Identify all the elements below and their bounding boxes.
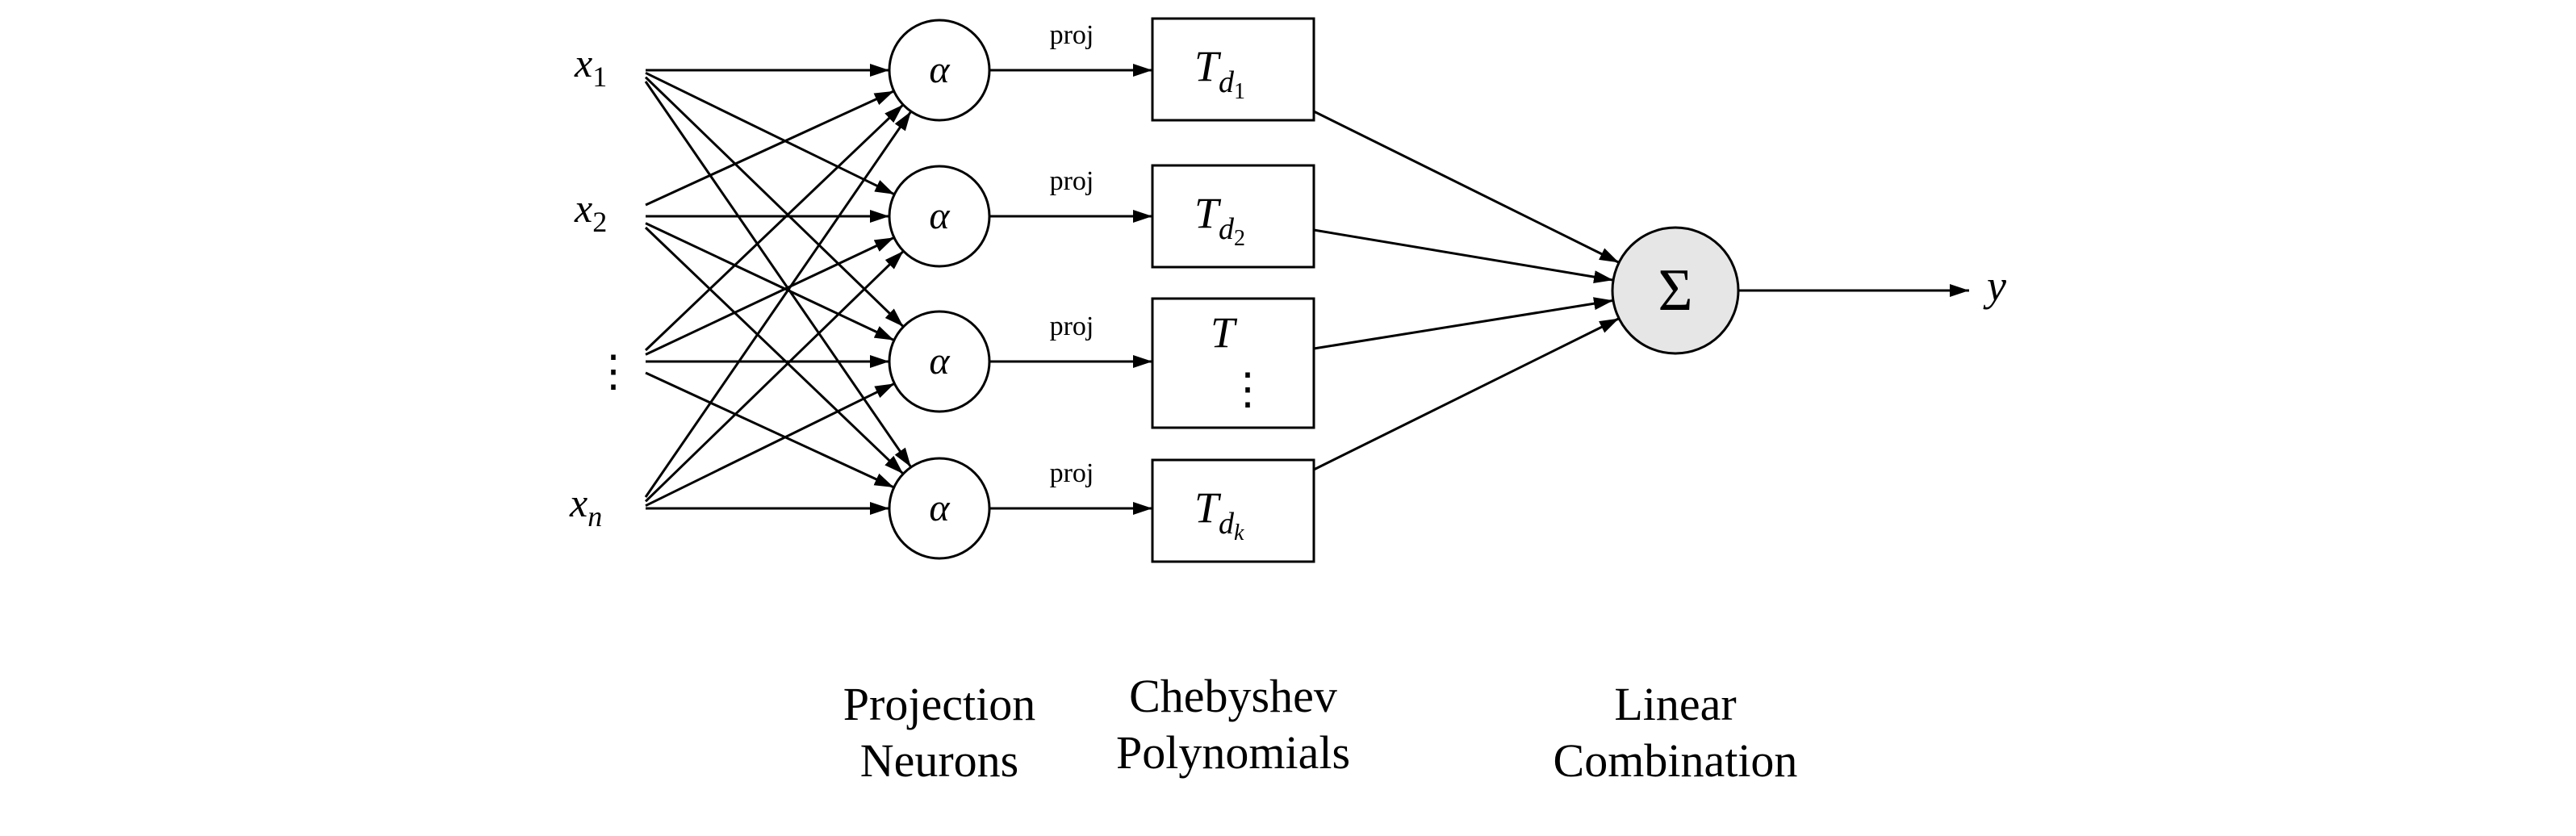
edge-polynomial-4-to-sum: [1313, 317, 1620, 471]
proj-label-1: proj: [1050, 20, 1094, 50]
edge-input-4-to-neuron-2: [644, 250, 905, 503]
edge-input-4-to-neuron-1: [644, 111, 913, 498]
neuron-3: [888, 310, 991, 413]
input-label-1: x1: [574, 40, 607, 93]
sum-label: Σ: [1658, 257, 1692, 324]
edge-polynomial-3-to-sum: [1313, 297, 1614, 350]
proj-label-4: proj: [1050, 458, 1094, 488]
edge-input-3-to-neuron-1: [644, 103, 905, 352]
caption-linear-line1: Linear: [1614, 678, 1736, 730]
caption-projection-line1: Projection: [843, 678, 1035, 730]
input-ellipsis: ⋮: [592, 347, 635, 395]
edge-input-2-to-neuron-3: [645, 222, 895, 341]
neuron-label-2: α: [929, 194, 950, 237]
input-label-n: xn: [569, 480, 602, 533]
edge-polynomial-2-to-sum: [1313, 228, 1614, 284]
proj-labels: proj proj proj proj: [1050, 20, 1094, 488]
polynomial-label-1: Td1: [1194, 42, 1245, 104]
polynomial-label-3: T: [1211, 308, 1238, 357]
neuron-label-1: α: [929, 48, 950, 91]
caption-linear-line2: Combination: [1554, 734, 1798, 787]
edges-layer: [644, 64, 1969, 515]
caption-chebyshev-line1: Chebyshev: [1129, 670, 1337, 722]
sum-node: Σ: [1611, 226, 1740, 355]
polynomial-box-2: [1151, 164, 1315, 269]
projection-neurons: α α α α: [888, 19, 991, 560]
polynomial-label-4: Tdk: [1194, 483, 1244, 545]
neuron-label-3: α: [929, 340, 950, 382]
output-label: y: [1983, 261, 2006, 310]
input-layer: x1 x2 ⋮ xn: [569, 40, 635, 533]
polynomial-box-4: [1151, 458, 1315, 563]
edge-input-2-to-neuron-1: [645, 90, 895, 207]
caption-chebyshev-line2: Polynomials: [1116, 726, 1350, 779]
neuron-2: [888, 165, 991, 268]
polynomial-box-3: [1151, 297, 1315, 429]
neuron-4: [888, 457, 991, 560]
neuron-label-4: α: [929, 487, 950, 529]
edge-input-1-to-neuron-4: [644, 81, 913, 468]
chebyshev-boxes: Td1 Td2 T ⋮ Tdk: [1151, 17, 1315, 563]
edge-input-1-to-neuron-3: [644, 76, 905, 328]
edge-input-1-to-neuron-2: [645, 71, 895, 196]
sum-circle: [1611, 226, 1740, 355]
proj-label-2: proj: [1050, 166, 1094, 196]
edge-polynomial-1-to-sum: [1313, 110, 1620, 264]
edge-input-2-to-neuron-4: [644, 226, 905, 475]
edge-input-3-to-neuron-4: [645, 371, 895, 489]
caption-projection-line2: Neurons: [860, 734, 1019, 787]
polynomial-ellipsis: ⋮: [1226, 365, 1269, 413]
neuron-1: [888, 19, 991, 122]
captions: Projection Neurons Chebyshev Polynomials…: [843, 670, 1798, 787]
polynomial-label-2: Td2: [1194, 189, 1245, 251]
edge-input-3-to-neuron-2: [645, 236, 895, 356]
edge-input-4-to-neuron-3: [645, 382, 896, 508]
proj-label-3: proj: [1050, 311, 1094, 341]
polynomial-box-1: [1151, 17, 1315, 122]
input-label-2: x2: [574, 186, 607, 238]
